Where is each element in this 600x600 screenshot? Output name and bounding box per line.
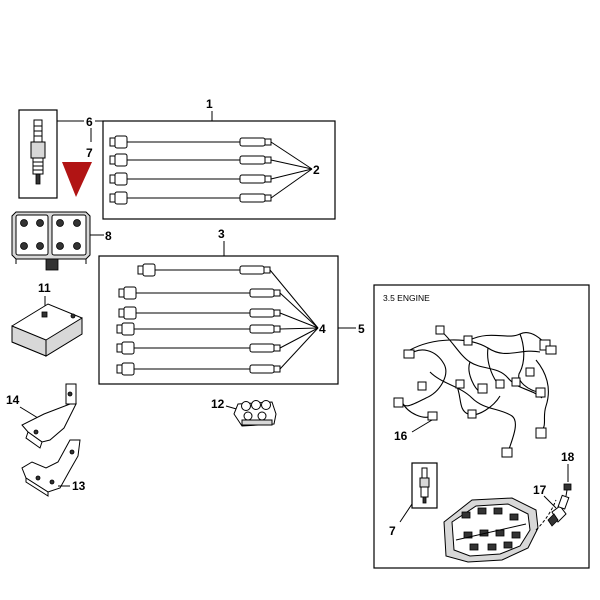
callout-5: 5 — [358, 322, 365, 336]
callout-12: 12 — [211, 397, 225, 411]
cable-set-box-3[interactable] — [98, 255, 339, 385]
lower-bracket-icon[interactable] — [21, 439, 81, 497]
engine-block-icon[interactable] — [443, 497, 539, 563]
engine-spark-plug-frame — [411, 462, 438, 509]
ignition-wires-set-1 — [109, 135, 272, 205]
spark-plug-frame — [18, 109, 58, 199]
bolt-icon[interactable] — [563, 483, 572, 497]
spark-plug-group[interactable] — [18, 109, 58, 199]
callout-7-top: 7 — [86, 146, 93, 160]
callout-13: 13 — [72, 479, 86, 493]
engine-panel[interactable] — [373, 284, 590, 569]
cable-set-box-1[interactable] — [102, 120, 336, 220]
wire-separator-clip-icon[interactable] — [233, 400, 277, 427]
callout-14: 14 — [6, 393, 20, 407]
ignition-module-icon[interactable] — [11, 303, 83, 357]
ignition-wires-set-2 — [116, 263, 281, 376]
callout-6: 6 — [86, 115, 93, 129]
callout-11: 11 — [38, 281, 51, 295]
engine-spark-plug-icon — [419, 467, 430, 504]
ignition-coil-icon[interactable] — [11, 211, 91, 271]
pointer-arrow-icon — [62, 162, 92, 197]
callout-17: 17 — [533, 483, 547, 497]
callout-2: 2 — [313, 163, 320, 177]
callout-18: 18 — [561, 450, 575, 464]
callout-1: 1 — [206, 97, 213, 111]
engine-wiring-harness-icon[interactable] — [393, 325, 557, 458]
engine-spark-plug-group[interactable] — [411, 462, 438, 509]
engine-panel-title: 3.5 ENGINE — [383, 293, 430, 303]
spark-plug-icon — [30, 119, 46, 185]
callout-3: 3 — [218, 227, 225, 241]
callout-8: 8 — [105, 229, 112, 243]
callout-7-bottom: 7 — [389, 524, 396, 538]
callout-16: 16 — [394, 429, 408, 443]
mounting-bracket-icon[interactable] — [21, 383, 77, 449]
callout-4: 4 — [319, 322, 326, 336]
sensor-icon[interactable] — [547, 494, 570, 527]
